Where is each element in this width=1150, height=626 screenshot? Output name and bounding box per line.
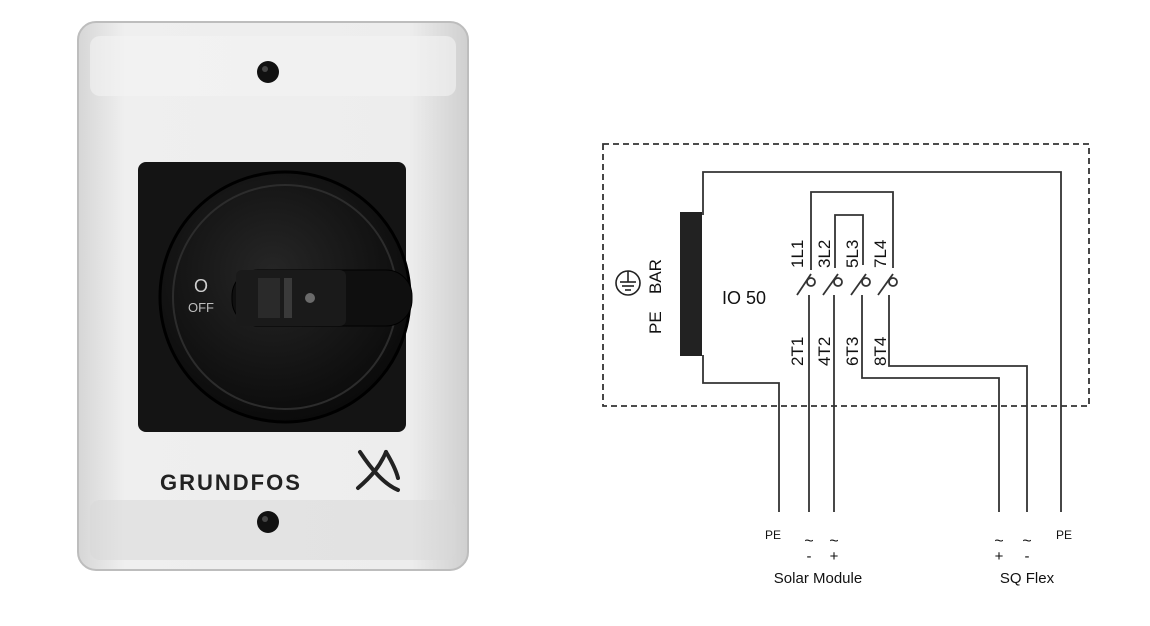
off-symbol: O — [194, 276, 208, 296]
solar-module-terminals: PE ~ ~ - + Solar Module — [765, 528, 862, 587]
brand-name: GRUNDFOS — [160, 470, 302, 495]
switch-name: IO 50 — [722, 288, 766, 308]
sqflex-plus: + — [995, 548, 1004, 565]
wire-8t4 — [888, 295, 1028, 512]
terminal-3l2: 3L2 — [815, 240, 834, 268]
solar-plus: + — [830, 548, 839, 565]
jumper-loop-outer — [810, 191, 894, 270]
solar-tilde-2: ~ — [829, 533, 838, 550]
contact-3 — [850, 273, 867, 296]
earth-ground-icon — [615, 270, 641, 296]
pe-wire-solar — [702, 355, 780, 512]
bar-label-bar: BAR — [646, 259, 665, 294]
grundfos-x-logo-icon — [356, 450, 400, 492]
enclosure-outline — [602, 143, 1090, 407]
terminal-7l4: 7L4 — [871, 240, 890, 268]
solar-pe-label: PE — [765, 528, 781, 542]
off-marking: O OFF — [188, 276, 214, 315]
terminal-4t2: 4T2 — [815, 337, 834, 366]
solar-module-label: Solar Module — [774, 570, 862, 587]
top-screw — [257, 61, 279, 83]
sqflex-tilde-1: ~ — [994, 533, 1003, 550]
sqflex-pe-label: PE — [1056, 528, 1072, 542]
terminal-5l3: 5L3 — [843, 240, 862, 268]
bar-label-pe: PE — [646, 311, 665, 334]
brand-logo: GRUNDFOS — [160, 450, 400, 495]
sq-flex-terminals: ~ ~ PE + - SQ Flex — [994, 528, 1072, 587]
terminal-1l1: 1L1 — [788, 240, 807, 268]
solar-tilde-1: ~ — [804, 533, 813, 550]
pe-wire-sqflex — [702, 171, 1062, 512]
knob-handle — [231, 269, 413, 327]
pe-bar — [680, 212, 702, 356]
contact-4 — [877, 273, 894, 296]
sqflex-tilde-2: ~ — [1022, 533, 1031, 550]
jumper-loop-inner — [834, 214, 864, 268]
sqflex-minus: - — [1025, 548, 1030, 565]
contact-1 — [796, 273, 812, 296]
bottom-screw — [257, 511, 279, 533]
wire-6t3 — [861, 295, 1000, 512]
terminal-8t4: 8T4 — [871, 337, 890, 366]
sqflex-label: SQ Flex — [1000, 570, 1055, 587]
solar-minus: - — [807, 548, 812, 565]
contact-2 — [822, 273, 839, 296]
terminal-2t1: 2T1 — [788, 337, 807, 366]
terminal-6t3: 6T3 — [843, 337, 862, 366]
off-label: OFF — [188, 300, 214, 315]
